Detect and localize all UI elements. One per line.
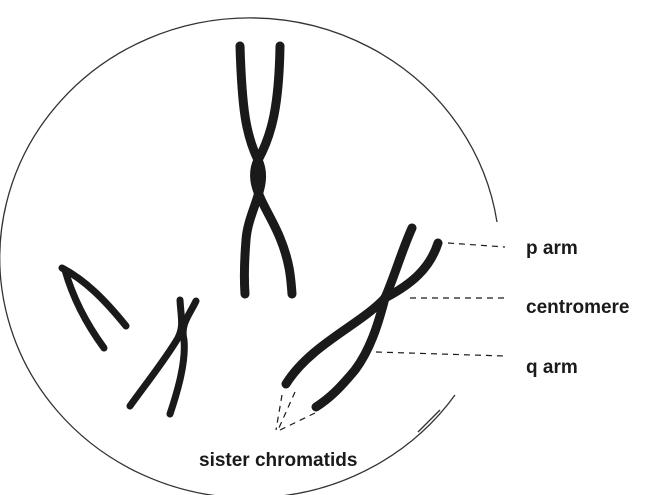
metaphase-chromosome-large bbox=[240, 46, 292, 294]
sister-chromatid-upper bbox=[286, 228, 412, 384]
centromere-label: centromere bbox=[526, 297, 630, 319]
p-arm-leader bbox=[448, 243, 505, 247]
q-arm-leader bbox=[376, 352, 505, 356]
chromosome-small-left bbox=[62, 268, 126, 348]
sister-chromatids-label: sister chromatids bbox=[199, 450, 357, 472]
p-arm-label: p arm bbox=[526, 238, 578, 260]
sister-chromatid-lower bbox=[316, 243, 438, 407]
chromosome-labeled bbox=[286, 228, 438, 407]
leader-lines bbox=[276, 243, 505, 430]
cell-outline-fragment bbox=[418, 410, 440, 432]
q-arm-label: q arm bbox=[526, 357, 578, 379]
sister-chromatids-leader-3 bbox=[280, 413, 315, 430]
sister-chromatids-leader-1 bbox=[276, 395, 282, 430]
chromosome-small-middle bbox=[130, 300, 196, 414]
